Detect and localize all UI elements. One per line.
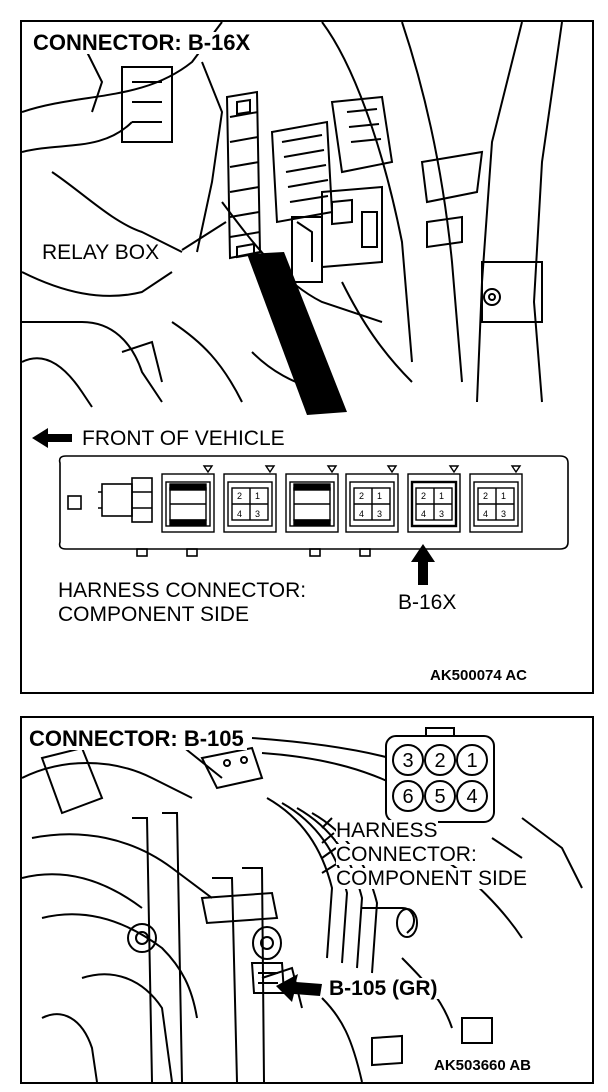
relay-pin-number: 3 (255, 509, 260, 519)
b105-pin (392, 780, 424, 812)
relay-socket (285, 465, 339, 533)
relay-socket (161, 465, 215, 533)
relay-pin-number: 4 (359, 509, 364, 519)
relay-pin-number: 1 (501, 491, 506, 501)
b105-pin (424, 744, 456, 776)
relay-pin-number: 1 (377, 491, 382, 501)
b105-pin-number: 5 (434, 786, 445, 808)
page-title-b16x: CONNECTOR: B-16X (30, 32, 254, 54)
relay-socket: 2 1 4 3 (469, 465, 523, 533)
relay-pin-number: 4 (421, 509, 426, 519)
b105-pin-number: 4 (466, 786, 477, 808)
b16x-pointer-arrow (411, 544, 435, 585)
b105-pin-number: 3 (402, 750, 413, 772)
relay-pin-number: 3 (377, 509, 382, 519)
b105-pin (456, 744, 488, 776)
harness-connector-label-line2: COMPONENT SIDE (58, 603, 249, 626)
connector-b16x-panel: 2 1 4 3 2 1 4 3 2 1 4 3 2 1 4 3 CONNECTOR: B-16X RELAY … (20, 20, 594, 694)
relay-box-label: RELAY BOX (42, 241, 160, 264)
b105-pointer-label: B-105 (GR) (326, 978, 441, 999)
front-of-vehicle-label: FRONT OF VEHICLE (82, 427, 285, 450)
b105-harness-label-line2: CONNECTOR: (336, 843, 477, 866)
figure-code-b105: AK503660 AB (434, 1057, 531, 1074)
b105-harness-label-line3: COMPONENT SIDE (336, 867, 527, 890)
page-title-b105: CONNECTOR: B-105 (26, 728, 247, 750)
harness-connector-label-line1: HARNESS CONNECTOR: (58, 579, 307, 602)
engine-bay-illustration-b16x: 2 1 4 3 2 1 4 3 2 1 4 3 2 1 4 3 (22, 22, 569, 585)
b105-harness-label-line1: HARNESS (336, 819, 438, 842)
b105-pin (424, 780, 456, 812)
relay-pin-number: 3 (439, 509, 444, 519)
figure-code-b16x: AK500074 AC (430, 667, 527, 684)
relay-box-pointer-line (181, 221, 227, 251)
b105-pin-number: 2 (434, 750, 445, 772)
relay-pin-number: 1 (255, 491, 260, 501)
relay-pin-number: 1 (439, 491, 444, 501)
b105-pin (392, 744, 424, 776)
relay-pin-number: 2 (421, 491, 426, 501)
b105-pin (456, 780, 488, 812)
front-of-vehicle-arrow (32, 428, 72, 448)
relay-socket: 2 1 4 3 (407, 465, 461, 533)
relay-pin-number: 3 (501, 509, 506, 519)
b105-pin-number: 1 (466, 750, 477, 772)
b16x-pointer-label: B-16X (398, 591, 457, 614)
relay-pin-number: 2 (359, 491, 364, 501)
relay-socket: 2 1 4 3 (223, 465, 277, 533)
b105-pointer-arrow (276, 974, 322, 1002)
relay-socket: 2 1 4 3 (345, 465, 399, 533)
relay-pin-number: 4 (237, 509, 242, 519)
b105-pin-number: 6 (402, 786, 413, 808)
relay-pin-number: 2 (237, 491, 242, 501)
relay-pin-number: 4 (483, 509, 488, 519)
relay-box-leader-wedge (247, 252, 347, 415)
relay-pin-number: 2 (483, 491, 488, 501)
relay-box-connector-housing (58, 455, 569, 557)
